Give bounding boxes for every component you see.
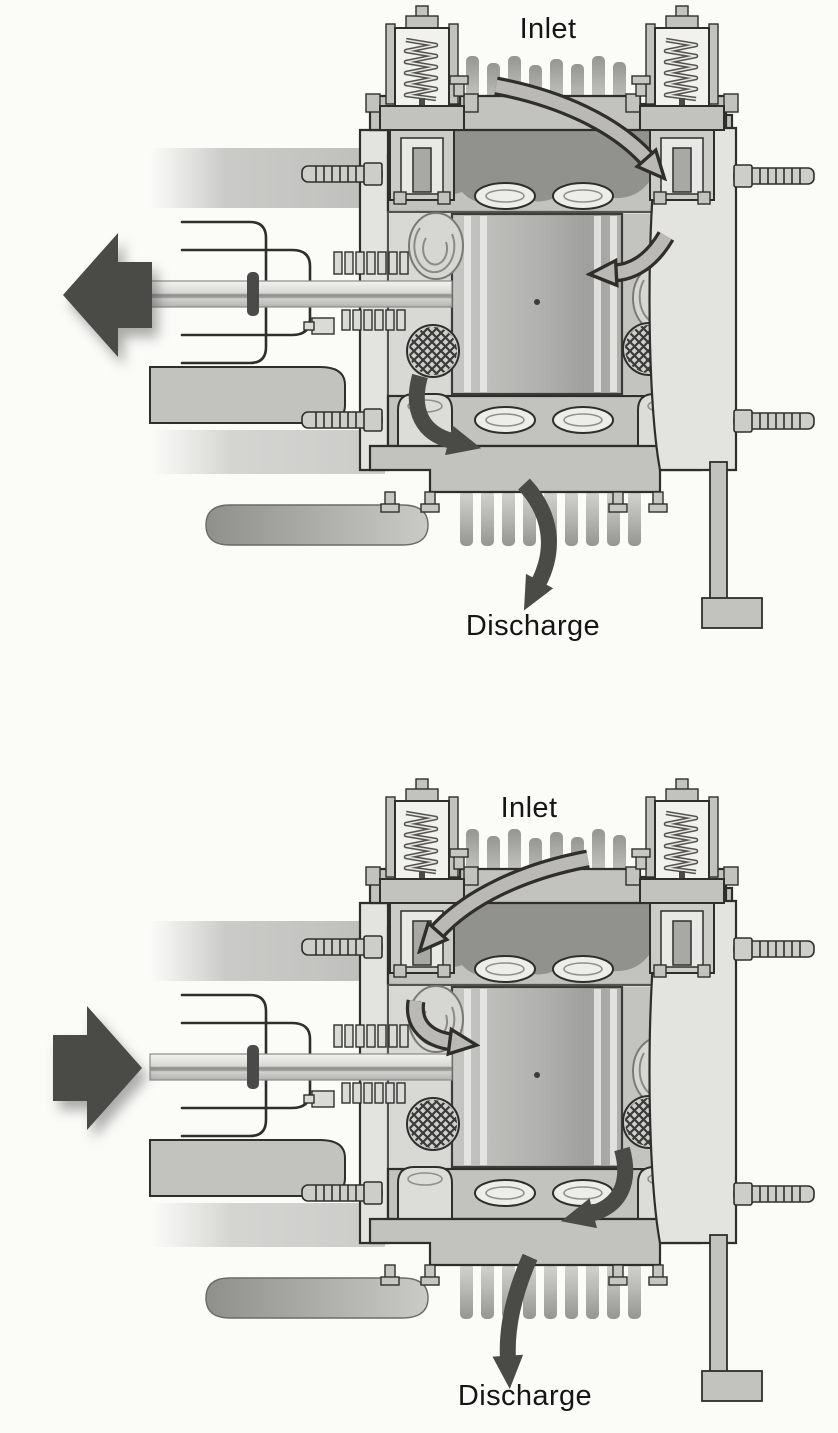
discharge-exit-arrow [517, 478, 557, 611]
figure-bottom: Inlet Discharge [0, 733, 838, 1433]
discharge-exit-arrow [492, 1253, 538, 1389]
figure-top: Inlet Discharge [0, 0, 838, 700]
discharge-label: Discharge [457, 1380, 593, 1412]
cylinder-inflow-arrow [614, 230, 675, 273]
piston-motion-arrow-left [63, 233, 152, 357]
discharge-flow-arrow [408, 373, 482, 456]
inlet-label: Inlet [519, 13, 577, 45]
inlet-flow-arrow [494, 76, 648, 160]
discharge-flow-arrow [560, 1146, 634, 1229]
inlet-flow-arrow [436, 849, 590, 933]
piston-motion-arrow-right [53, 1006, 142, 1130]
inlet-label: Inlet [500, 792, 558, 824]
cylinder-inflow-arrow [405, 999, 452, 1042]
discharge-label: Discharge [465, 610, 601, 642]
